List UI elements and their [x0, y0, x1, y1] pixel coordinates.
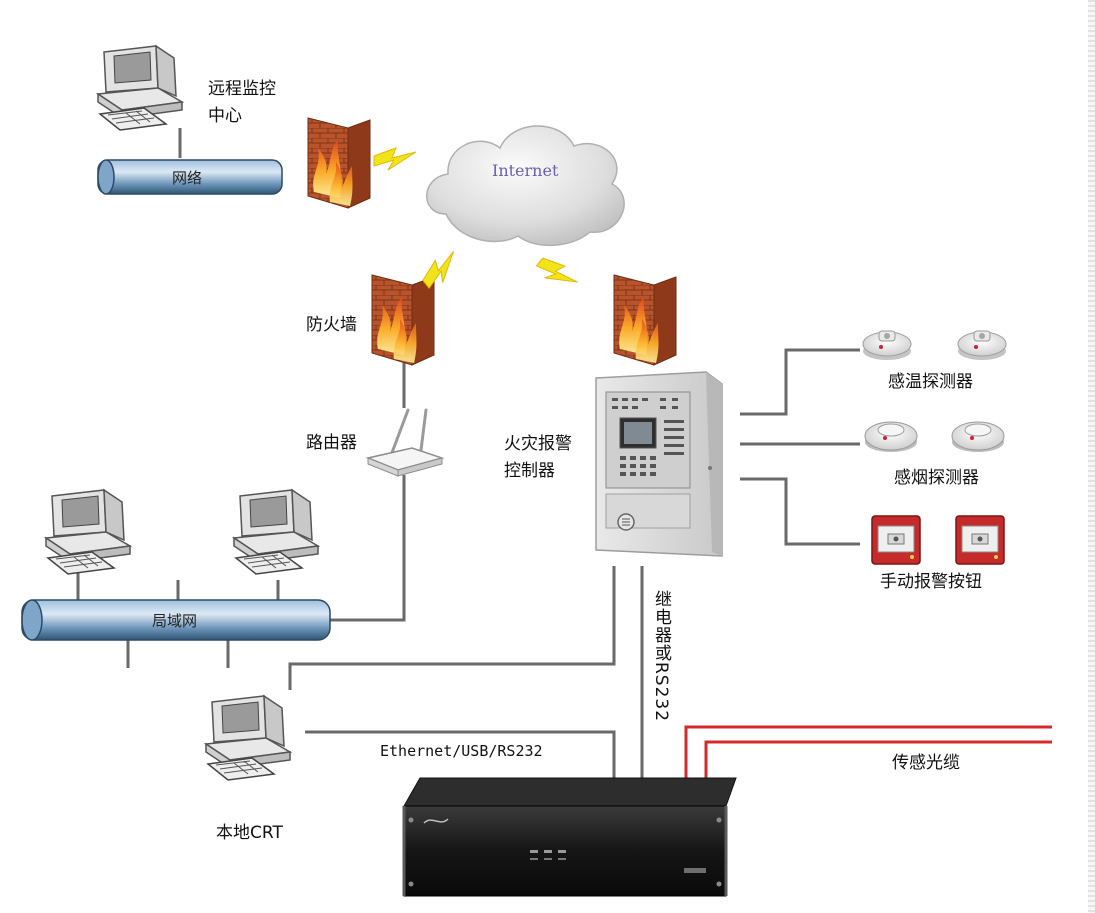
local-crt-label: 本地CRT [216, 823, 283, 843]
fire-controller-label-line2: 控制器 [504, 461, 555, 481]
network-pipe [97, 159, 283, 195]
sensing-fiber-cable [684, 725, 1052, 780]
lightning-top-icon [373, 147, 417, 171]
router-label: 路由器 [306, 433, 357, 453]
heat-detector-1-icon [862, 330, 912, 361]
manual-alarm-button-label: 手动报警按钮 [880, 572, 982, 592]
fire-controller-label-line1: 火灾报警 [504, 434, 572, 454]
edge-strip [1088, 0, 1095, 913]
fire-alarm-controller-panel [595, 371, 723, 557]
remote-monitor-center-label-line1: 远程监控 [208, 79, 276, 99]
lan-computer-1-icon [45, 489, 131, 575]
lan-computer-2-icon [233, 489, 319, 575]
sensing-cable-label: 传感光缆 [892, 753, 960, 773]
lan-label: 局域网 [152, 612, 198, 630]
remote-monitor-computer-icon [97, 45, 183, 131]
monitoring-host-rack [402, 777, 737, 897]
internet-cloud-icon [426, 125, 625, 246]
firewall-left-icon [371, 274, 435, 366]
heat-detector-2-icon [957, 330, 1007, 361]
manual-alarm-button-2-icon [955, 515, 1005, 565]
heat-detector-label: 感温探测器 [888, 372, 973, 392]
firewall-right-icon [613, 274, 677, 366]
smoke-detector-label: 感烟探测器 [894, 468, 979, 488]
router-icon [365, 408, 445, 477]
remote-monitor-center-label-line2: 中心 [208, 106, 242, 126]
firewall-label: 防火墙 [306, 315, 357, 335]
network-label: 网络 [172, 169, 203, 187]
internet-label: Internet [492, 161, 559, 180]
local-crt-computer-icon [205, 695, 291, 781]
manual-alarm-button-1-icon [871, 515, 921, 565]
lightning-right-icon [533, 251, 581, 297]
link-types-label: Ethernet/USB/RS232 [380, 742, 543, 760]
smoke-detector-1-icon [864, 421, 918, 453]
relay-rs232-label: 继电器或RS232 [651, 590, 671, 723]
smoke-detector-2-icon [951, 421, 1005, 453]
firewall-top-icon [307, 117, 371, 209]
lan-pipe [21, 599, 331, 641]
connector-lines [76, 128, 860, 780]
